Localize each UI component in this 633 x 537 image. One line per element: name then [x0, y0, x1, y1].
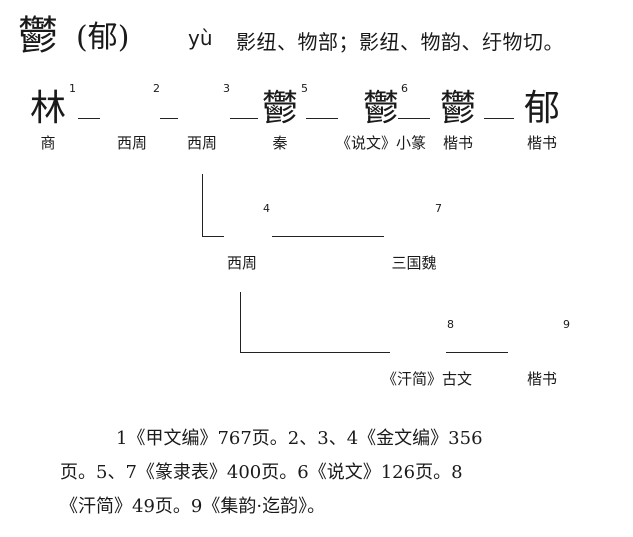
branch-line	[240, 292, 241, 352]
form-number: 7	[435, 202, 442, 215]
form-number: 8	[447, 318, 454, 331]
form-glyph: 鬱	[238, 86, 322, 132]
entry-header: 鬱 (郁) yù 影纽、物部；影纽、物韵、纡物切。	[18, 8, 618, 68]
form-xizhou-b: 𩰪 3 西周	[160, 86, 244, 154]
form-label: 楷书	[500, 368, 584, 390]
form-number: 3	[223, 82, 230, 95]
connector	[272, 236, 384, 237]
form-glyph: 𩰪	[160, 86, 244, 132]
footnote-line: 《汗简》49页。9《集韵·迄韵》。	[60, 490, 580, 524]
form-label: 《汗简》古文	[372, 368, 482, 390]
source-footnote: 1《甲文编》767页。2、3、4《金文编》356 页。5、7《篆隶表》400页。…	[60, 422, 580, 524]
form-sanguo-wei: 𩰪 7 三国魏	[372, 206, 456, 274]
form-hanjian: 𩰪 8 《汗简》古文	[372, 322, 482, 390]
form-number: 2	[153, 82, 160, 95]
form-number: 1	[69, 82, 76, 95]
form-glyph: 𩰪	[500, 322, 584, 368]
form-label: 秦	[238, 132, 322, 154]
footnote-line: 页。5、7《篆隶表》400页。6《说文》126页。8	[60, 456, 580, 490]
form-number: 9	[563, 318, 570, 331]
form-xizhou-c: 𩰪 4 西周	[200, 206, 284, 274]
simplified-form: (郁)	[76, 12, 129, 64]
form-kaishu-c: 𩰪 9 楷书	[500, 322, 584, 390]
form-label: 三国魏	[372, 252, 456, 274]
form-glyph: 鬱	[416, 86, 500, 132]
form-label: 商	[6, 132, 90, 154]
branch-line	[240, 352, 390, 353]
connector	[446, 352, 508, 353]
form-label: 楷书	[416, 132, 500, 154]
form-number: 5	[301, 82, 308, 95]
form-kaishu-b: 郁 楷书	[500, 86, 584, 154]
form-label: 楷书	[500, 132, 584, 154]
form-glyph: 𩰪	[372, 322, 482, 368]
phonology-description: 影纽、物部；影纽、物韵、纡物切。	[236, 26, 564, 55]
form-label: 西周	[200, 252, 284, 274]
headword-char: 鬱	[18, 8, 58, 64]
form-shang: 林 1 商	[6, 86, 90, 154]
form-glyph: 林	[6, 86, 90, 132]
form-qin: 鬱 5 秦	[238, 86, 322, 154]
form-glyph: 𩰪	[200, 206, 284, 252]
form-glyph: 𩰪	[372, 206, 456, 252]
form-number: 6	[401, 82, 408, 95]
form-glyph: 郁	[500, 86, 584, 132]
form-number: 4	[263, 202, 270, 215]
footnote-line: 1《甲文编》767页。2、3、4《金文编》356	[60, 422, 580, 456]
form-kaishu-a: 鬱 楷书	[416, 86, 500, 154]
pinyin: yù	[188, 26, 213, 50]
form-label: 西周	[160, 132, 244, 154]
